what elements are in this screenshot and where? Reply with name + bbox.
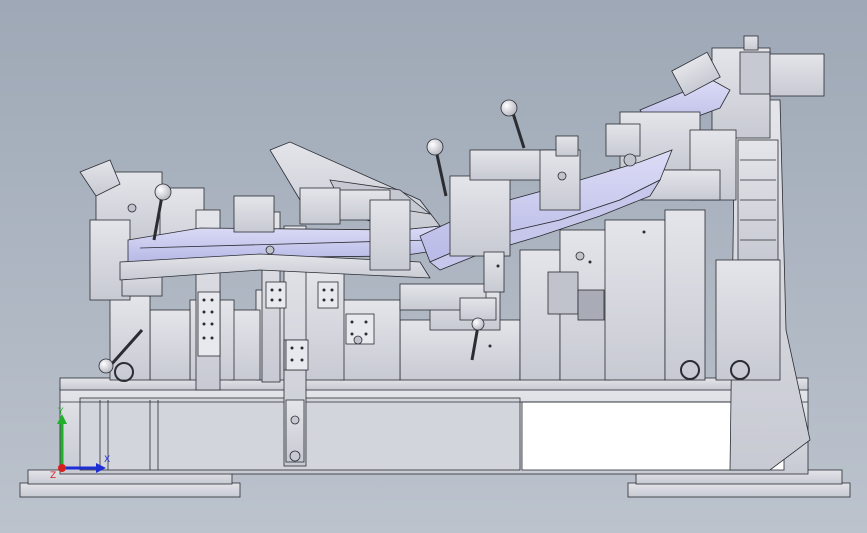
handle-levers (108, 109, 526, 367)
right-column (711, 35, 825, 471)
lifting-eyes (114, 360, 750, 382)
center-clamp-units (233, 123, 641, 321)
holes (202, 230, 646, 362)
hanging-post (285, 399, 305, 463)
left-clamp-unit (79, 159, 205, 301)
triad-z-label: Z (50, 471, 56, 481)
triad-x-label: X (104, 455, 110, 465)
triad-z-axis (58, 464, 66, 472)
detail-bolts (127, 153, 637, 345)
upper-rail (119, 225, 441, 281)
triad-x-arrowhead (96, 463, 106, 473)
triad-y-arrowhead (57, 414, 67, 424)
coordinate-triad: Y X Z (50, 407, 110, 481)
base-frame (59, 377, 809, 475)
ball-knobs (98, 99, 518, 374)
triad-y-label: Y (57, 407, 64, 417)
